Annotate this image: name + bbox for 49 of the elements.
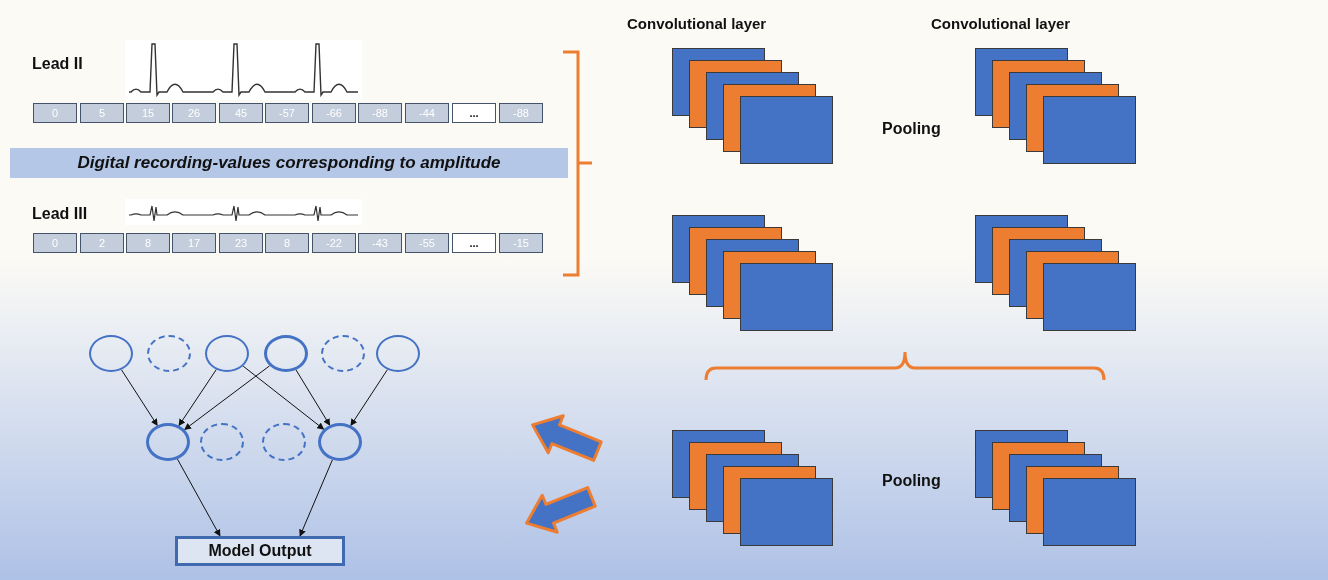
neuron bbox=[264, 335, 308, 372]
value-cell: 17 bbox=[172, 233, 216, 253]
dropout-neuron bbox=[262, 423, 306, 461]
layer-heading: Convolutional layer bbox=[627, 15, 767, 32]
value-cell: 5 bbox=[80, 103, 124, 123]
value-cell: 26 bbox=[172, 103, 216, 123]
value-cell: -43 bbox=[358, 233, 402, 253]
arrow bbox=[184, 365, 271, 431]
value-cell: -22 bbox=[312, 233, 356, 253]
arrow bbox=[350, 369, 388, 427]
feature-map-stack bbox=[672, 430, 833, 546]
arrow bbox=[121, 369, 158, 426]
dropout-neuron bbox=[147, 335, 191, 372]
value-cell: -88 bbox=[499, 103, 543, 123]
layer-heading: Convolutional layer bbox=[931, 15, 1071, 32]
feature-map-stack bbox=[672, 215, 833, 331]
neuron bbox=[376, 335, 420, 372]
arrow bbox=[242, 365, 325, 430]
dropout-neuron bbox=[200, 423, 244, 461]
value-cell: ... bbox=[452, 103, 496, 123]
neuron bbox=[146, 423, 190, 461]
arrow bbox=[299, 459, 333, 537]
value-cell: 15 bbox=[126, 103, 170, 123]
feature-map-stack bbox=[672, 48, 833, 164]
pooling-label: Pooling bbox=[882, 120, 941, 138]
pooling-label: Pooling bbox=[882, 472, 941, 490]
arrow bbox=[295, 369, 331, 426]
feature-map-stack bbox=[975, 430, 1136, 546]
lead-label: Lead II bbox=[32, 55, 83, 73]
value-cell: ... bbox=[452, 233, 496, 253]
value-cell: 45 bbox=[219, 103, 263, 123]
arrow bbox=[177, 458, 221, 537]
value-cell: -57 bbox=[265, 103, 309, 123]
feature-map-stack bbox=[975, 48, 1136, 164]
dropout-neuron bbox=[321, 335, 365, 372]
output-box: Model Output bbox=[175, 536, 345, 566]
neuron bbox=[318, 423, 362, 461]
value-cell: -88 bbox=[358, 103, 402, 123]
value-cell: -44 bbox=[405, 103, 449, 123]
lead-label: Lead III bbox=[32, 205, 88, 223]
value-cell: 8 bbox=[126, 233, 170, 253]
value-cell: 8 bbox=[265, 233, 309, 253]
value-cell: 2 bbox=[80, 233, 124, 253]
neuron bbox=[89, 335, 133, 372]
value-cell: 23 bbox=[219, 233, 263, 253]
arrow bbox=[178, 369, 217, 427]
neuron bbox=[205, 335, 249, 372]
feature-map-stack bbox=[975, 215, 1136, 331]
caption-band: Digital recording-values corresponding to amplitude bbox=[10, 148, 568, 178]
